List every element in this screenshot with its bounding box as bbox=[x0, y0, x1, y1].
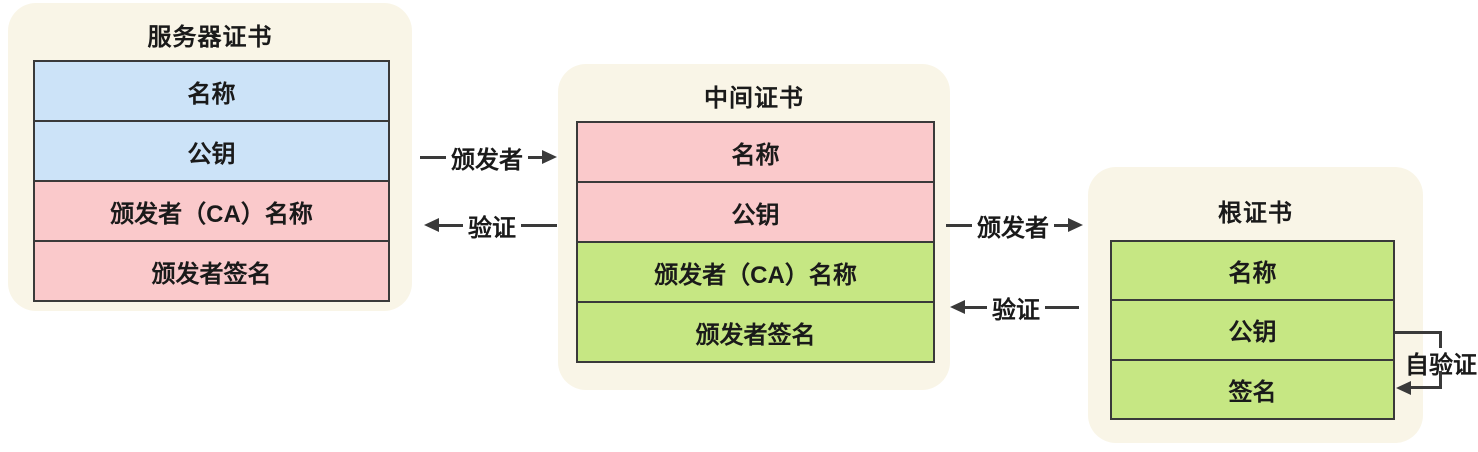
arrow-line bbox=[946, 223, 972, 227]
cert-row-issuer-signature: 颁发者签名 bbox=[578, 301, 933, 361]
cert-row-name: 名称 bbox=[35, 62, 388, 120]
verify-arrow-root-to-intermediate: 验证 bbox=[950, 293, 1079, 324]
issuer-arrow-label: 颁发者 bbox=[977, 214, 1049, 242]
self-verify-loop-line-vertical-upper bbox=[1439, 331, 1442, 348]
arrow-line bbox=[965, 305, 987, 309]
intermediate-certificate-title: 中间证书 bbox=[704, 85, 804, 112]
server-certificate-card: 服务器证书 名称 公钥 颁发者（CA）名称 颁发者签名 bbox=[8, 3, 412, 311]
issuer-arrow-label: 颁发者 bbox=[451, 146, 523, 174]
cert-row-public-key: 公钥 bbox=[1112, 299, 1393, 359]
arrow-line bbox=[1054, 223, 1068, 227]
cert-row-public-key: 公钥 bbox=[578, 181, 933, 241]
arrowhead-left-icon bbox=[950, 300, 965, 314]
root-certificate-title: 根证书 bbox=[1218, 200, 1293, 227]
issuer-arrow-server-to-intermediate: 颁发者 bbox=[420, 143, 557, 174]
cert-row-signature: 签名 bbox=[1112, 358, 1393, 418]
arrowhead-right-icon bbox=[1068, 218, 1083, 232]
arrow-line bbox=[439, 223, 463, 227]
self-verify-loop-line-top bbox=[1395, 331, 1441, 334]
arrow-line bbox=[528, 155, 542, 159]
self-verify-loop-line-bottom bbox=[1411, 386, 1442, 389]
root-certificate-card: 根证书 名称 公钥 签名 bbox=[1088, 167, 1423, 443]
cert-row-issuer-name: 颁发者（CA）名称 bbox=[578, 241, 933, 301]
server-certificate-table: 名称 公钥 颁发者（CA）名称 颁发者签名 bbox=[33, 60, 390, 302]
intermediate-certificate-card: 中间证书 名称 公钥 颁发者（CA）名称 颁发者签名 bbox=[558, 64, 950, 390]
arrowhead-left-icon bbox=[424, 218, 439, 232]
self-verify-loop-line-vertical-lower bbox=[1439, 371, 1442, 388]
server-certificate-title: 服务器证书 bbox=[147, 24, 273, 51]
arrowhead-right-icon bbox=[542, 150, 557, 164]
arrow-line bbox=[1045, 305, 1079, 309]
cert-row-issuer-signature: 颁发者签名 bbox=[35, 240, 388, 300]
cert-row-name: 名称 bbox=[1112, 242, 1393, 300]
verify-arrow-label: 验证 bbox=[468, 214, 516, 242]
issuer-arrow-intermediate-to-root: 颁发者 bbox=[946, 211, 1083, 242]
cert-row-issuer-name: 颁发者（CA）名称 bbox=[35, 180, 388, 240]
verify-arrow-label: 验证 bbox=[992, 296, 1040, 324]
verify-arrow-intermediate-to-server: 验证 bbox=[424, 211, 557, 242]
arrow-line bbox=[521, 223, 557, 227]
cert-row-name: 名称 bbox=[578, 123, 933, 181]
root-certificate-table: 名称 公钥 签名 bbox=[1110, 240, 1395, 420]
arrow-line bbox=[420, 155, 446, 159]
intermediate-certificate-table: 名称 公钥 颁发者（CA）名称 颁发者签名 bbox=[576, 121, 935, 363]
arrowhead-left-icon bbox=[1396, 381, 1411, 395]
cert-row-public-key: 公钥 bbox=[35, 120, 388, 180]
